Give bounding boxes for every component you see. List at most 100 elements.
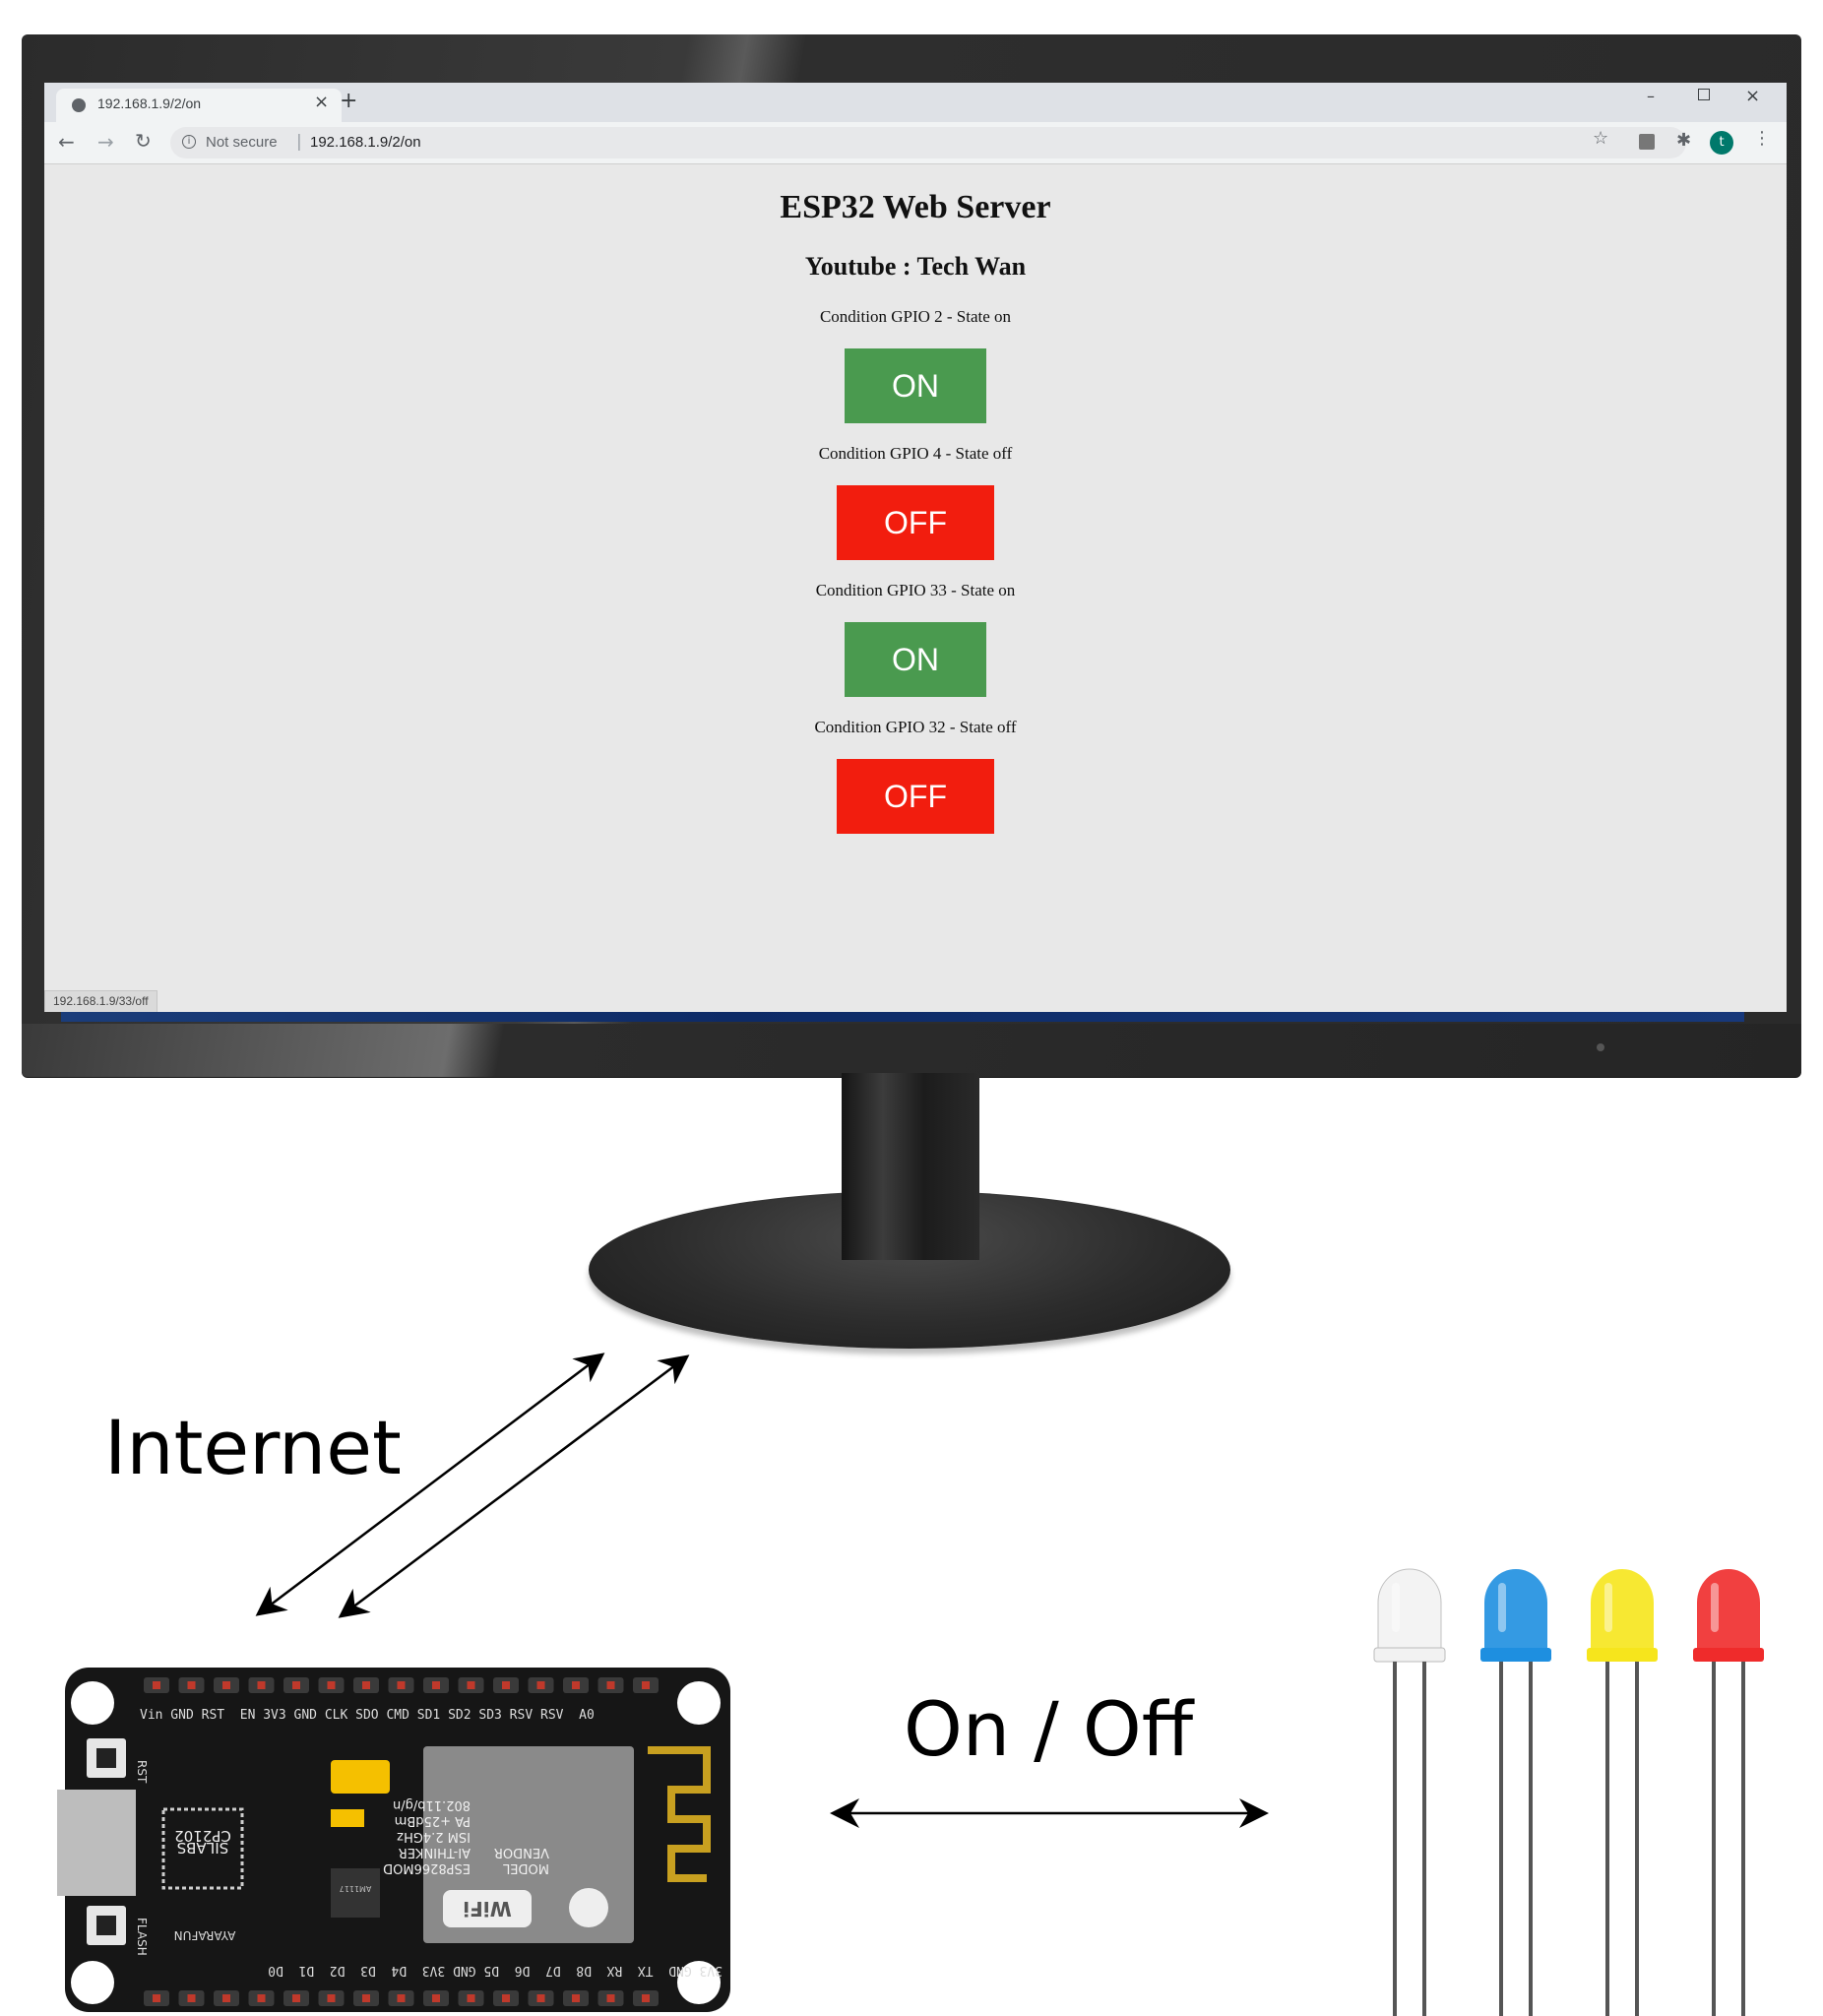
gpio4-off-button[interactable]: OFF <box>837 485 994 560</box>
led-dome <box>1377 1568 1442 1653</box>
capacitor <box>331 1760 390 1794</box>
led-set <box>1373 1568 1764 2016</box>
top-pin-labels: Vin GND RST EN 3V3 GND CLK SDO CMD SD1 S… <box>140 1708 595 1723</box>
power-led <box>1597 1043 1604 1051</box>
pin-contact <box>327 1681 336 1689</box>
pin-contact <box>502 1681 510 1689</box>
gpio32-off-button[interactable]: OFF <box>837 759 994 834</box>
kebab-menu-icon[interactable]: ⋮ <box>1753 128 1771 149</box>
page-title: ESP32 Web Server <box>780 189 1051 225</box>
pin-contact <box>397 1681 406 1689</box>
svg-text:AI-THINKER: AI-THINKER <box>399 1845 471 1859</box>
led-rim <box>1373 1647 1446 1663</box>
pin-contact <box>153 1994 160 2002</box>
browser-tab[interactable]: 192.168.1.9/2/on × <box>56 89 342 122</box>
reload-icon[interactable]: ↻ <box>135 129 152 153</box>
gpio2-on-button[interactable]: ON <box>845 348 986 423</box>
pin-contact <box>153 1681 160 1689</box>
pin-contact <box>572 1994 580 2002</box>
pin-contact <box>502 1994 510 2002</box>
pin-contact <box>257 1681 266 1689</box>
mounting-hole <box>677 1961 721 2004</box>
url-separator: | <box>296 132 302 152</box>
gpio2-condition: Condition GPIO 2 - State on <box>819 307 1012 326</box>
chip-text-2: CP2102 <box>174 1827 231 1845</box>
svg-text:MODEL: MODEL <box>502 1860 549 1875</box>
bottom-header-pins <box>144 1990 659 2006</box>
pin-contact <box>327 1994 336 2002</box>
tab-title: 192.168.1.9/2/on <box>97 95 202 111</box>
forward-arrow-icon[interactable]: → <box>97 130 114 154</box>
screen-edge-glow <box>61 1012 1744 1022</box>
browser-tabstrip: 192.168.1.9/2/on × + – × <box>44 83 1787 122</box>
led <box>1587 1569 1658 2016</box>
pin-contact <box>642 1681 650 1689</box>
address-bar[interactable]: i Not secure | 192.168.1.9/2/on <box>170 127 1686 158</box>
internet-label: Internet <box>104 1404 402 1491</box>
pin-contact <box>467 1681 475 1689</box>
browser-toolbar: ← → ↻ i Not secure | 192.168.1.9/2/on ☆ … <box>44 122 1787 164</box>
esp-board: Vin GND RST EN 3V3 GND CLK SDO CMD SD1 S… <box>57 1668 730 2012</box>
svg-text:802.11b/g/n: 802.11b/g/n <box>393 1797 471 1812</box>
pin-contact <box>432 1994 440 2002</box>
restore-icon[interactable] <box>1698 89 1710 100</box>
minimize-icon[interactable]: – <box>1647 87 1655 105</box>
pin-contact <box>536 1994 545 2002</box>
led-highlight <box>1392 1583 1400 1632</box>
led-highlight <box>1498 1583 1506 1632</box>
url-text[interactable]: 192.168.1.9/2/on <box>310 134 421 151</box>
led <box>1480 1569 1551 2016</box>
pin-contact <box>187 1681 196 1689</box>
svg-text:VENDOR: VENDOR <box>494 1845 549 1859</box>
bottom-pin-labels: 3V3 GND TX RX D8 D7 D6 D5 GND 3V3 D4 D3 … <box>268 1963 723 1978</box>
new-tab-icon[interactable]: + <box>340 89 358 113</box>
monitor-bottom-bezel <box>22 1024 1801 1077</box>
back-arrow-icon[interactable]: ← <box>58 130 75 154</box>
regulator-label: AM1117 <box>340 1884 372 1893</box>
pin-contact <box>536 1681 545 1689</box>
leds-group <box>1373 1568 1764 2016</box>
pin-contact <box>362 1994 370 2002</box>
pin-contact <box>187 1994 196 2002</box>
usb-connector <box>57 1790 136 1896</box>
led <box>1373 1568 1446 2016</box>
profile-avatar[interactable]: t <box>1710 131 1733 155</box>
onoff-label: On / Off <box>904 1685 1194 1773</box>
led-dome <box>1484 1569 1547 1652</box>
tab-close-icon[interactable]: × <box>314 92 330 112</box>
rst-label: RST <box>135 1760 149 1784</box>
led-rim <box>1587 1648 1658 1662</box>
globe-icon <box>72 98 86 112</box>
pin-contact <box>222 1994 230 2002</box>
window-close-icon[interactable]: × <box>1745 86 1761 106</box>
mounting-hole <box>71 1961 114 2004</box>
voltage-regulator <box>331 1868 380 1918</box>
brand-label: AYARAFUN <box>174 1928 236 1942</box>
led-rim <box>1480 1648 1551 1662</box>
wifi-logo-icon <box>443 1890 532 1927</box>
led-dome <box>1591 1569 1654 1652</box>
svg-text:PA +25dBm: PA +25dBm <box>395 1813 471 1828</box>
security-label: Not secure <box>206 134 278 151</box>
pin-contact <box>397 1994 406 2002</box>
puzzle-icon[interactable]: ✱ <box>1676 130 1692 151</box>
pin-contact <box>222 1681 230 1689</box>
chip-text-1: SILABS <box>177 1839 228 1857</box>
wifi-badge: WiFi <box>463 1897 511 1921</box>
pin-contact <box>606 1994 615 2002</box>
smd-component <box>331 1809 364 1827</box>
extension-icon[interactable] <box>1639 134 1655 150</box>
monitor-screen: 192.168.1.9/2/on × + – × ← → ↻ i Not sec… <box>44 83 1787 1012</box>
pin-contact <box>257 1994 266 2002</box>
flash-label: FLASH <box>135 1918 149 1956</box>
espressif-logo-icon <box>569 1888 608 1927</box>
gpio33-on-button[interactable]: ON <box>845 622 986 697</box>
pcb-antenna <box>648 1746 711 1882</box>
pin-contact <box>572 1681 580 1689</box>
page-subtitle: Youtube : Tech Wan <box>804 252 1027 281</box>
pin-contact <box>292 1681 300 1689</box>
gpio33-condition: Condition GPIO 33 - State on <box>815 581 1016 599</box>
led-rim <box>1693 1648 1764 1662</box>
info-icon[interactable]: i <box>182 135 196 149</box>
bookmark-star-icon[interactable]: ☆ <box>1593 128 1609 149</box>
